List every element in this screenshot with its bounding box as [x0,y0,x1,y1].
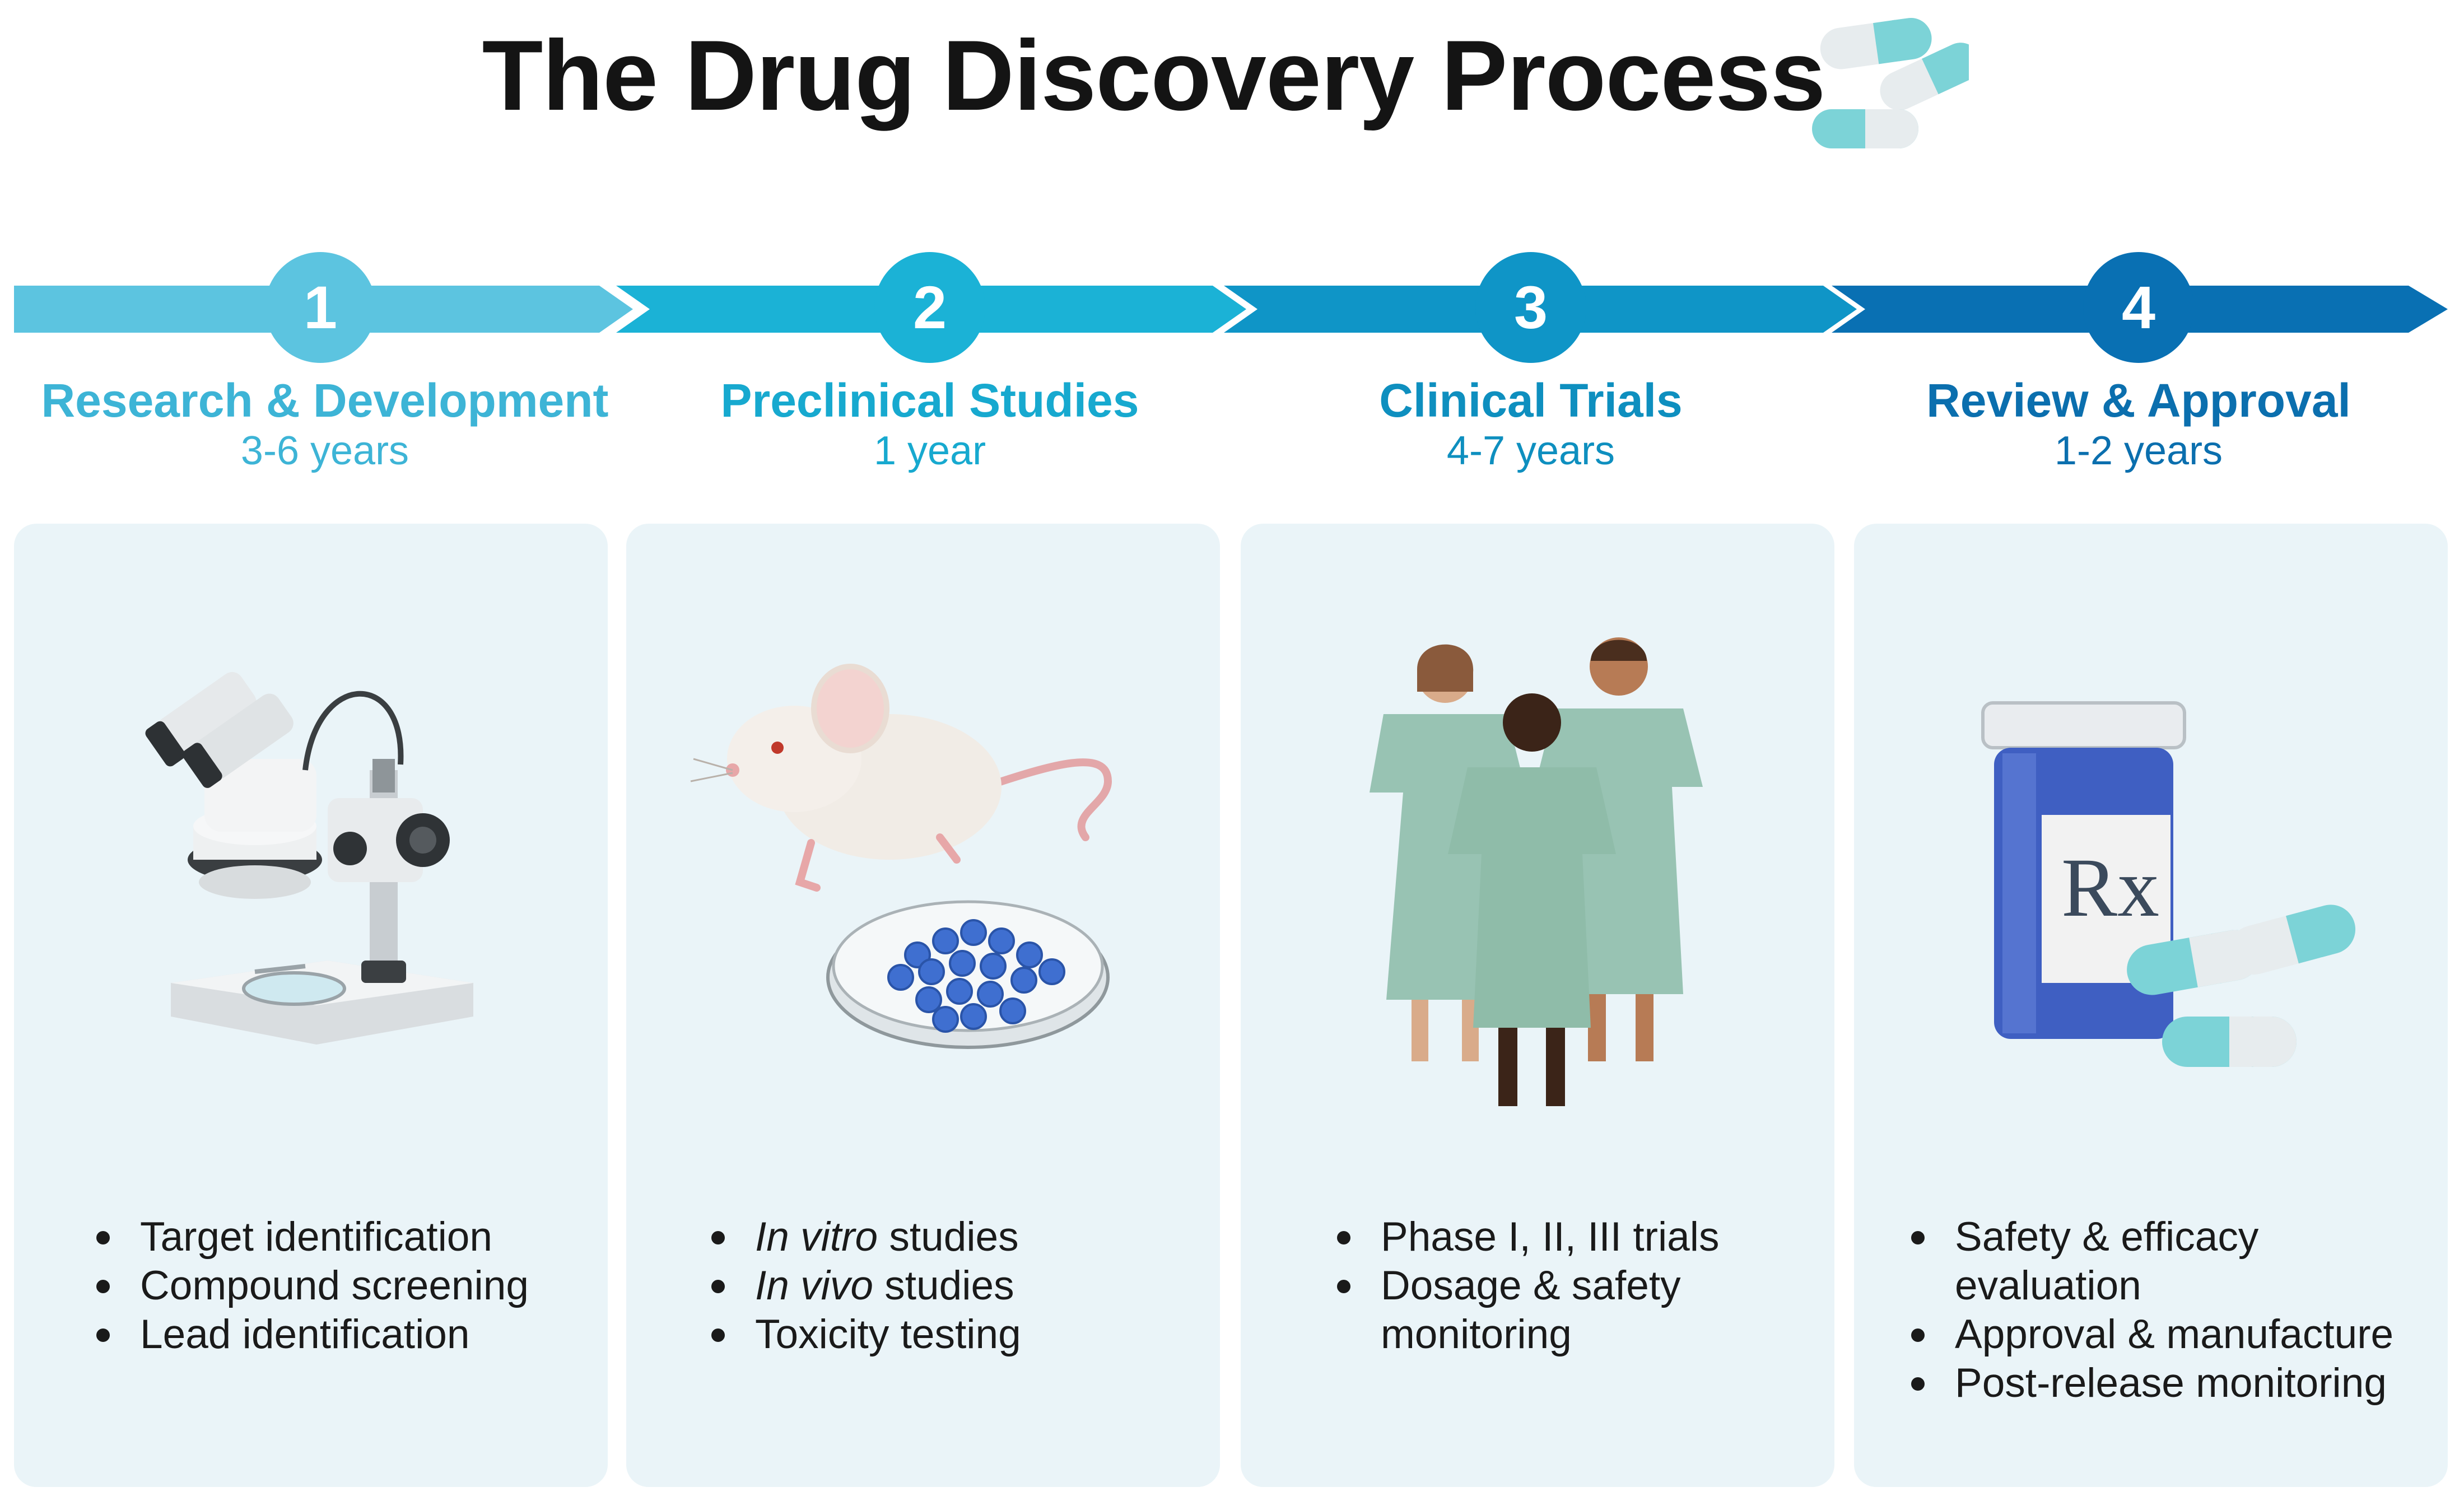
list-item: In vitro studies [705,1213,1021,1261]
step-2-card: In vitro studies In vivo studies Toxicit… [626,524,1220,1487]
step-1-duration: 3-6 years [240,428,409,473]
list-item: Target identification [90,1213,529,1261]
step-2-title: Preclinical Studies [720,374,1139,427]
capsules-icon [1812,17,1969,148]
step-4-card: Rx Safety & efficacy evaluation Approval… [1854,524,2448,1487]
step-2-bullets: In vitro studies In vivo studies Toxicit… [705,1213,1021,1359]
step-3-card: Phase I, II, III trials Dosage & safety … [1241,524,1834,1487]
pill-bottle-icon: Rx [1981,701,2356,1067]
step-3-duration: 4-7 years [1446,428,1615,473]
mouse-petri-dish-icon [690,664,1112,1049]
list-item: Safety & efficacy evaluation [1904,1213,2409,1310]
list-item: Lead identification [90,1310,529,1359]
step-4-bullets: Safety & efficacy evaluation Approval & … [1904,1213,2409,1407]
step-4-duration: 1-2 years [2054,428,2223,473]
rx-label: Rx [2061,841,2159,934]
step-4-title: Review & Approval [1926,374,2351,427]
microscope-icon [145,672,473,1045]
step-2-duration: 1 year [873,428,986,473]
list-item: Toxicity testing [705,1310,1021,1359]
step-3-title: Clinical Trials [1379,374,1683,427]
step-3-bullets: Phase I, II, III trials Dosage & safety … [1330,1213,1722,1359]
list-item: Approval & manufacture [1904,1310,2409,1359]
list-item: In vivo studies [705,1261,1021,1310]
list-item: Compound screening [90,1261,529,1310]
step-1-number: 1 [265,252,376,363]
step-1-card: Target identification Compound screening… [14,524,608,1487]
list-item: Phase I, II, III trials [1330,1213,1722,1261]
step-2-number: 2 [874,252,985,363]
patients-icon [1370,637,1703,1106]
step-1-bullets: Target identification Compound screening… [90,1213,529,1359]
page-title: The Drug Discovery Process [482,20,1826,131]
step-1-title: Research & Development [41,374,609,427]
step-4-number: 4 [2083,252,2194,363]
list-item: Post-release monitoring [1904,1359,2409,1407]
step-3-number: 3 [1475,252,1586,363]
list-item: Dosage & safety monitoring [1330,1261,1722,1359]
